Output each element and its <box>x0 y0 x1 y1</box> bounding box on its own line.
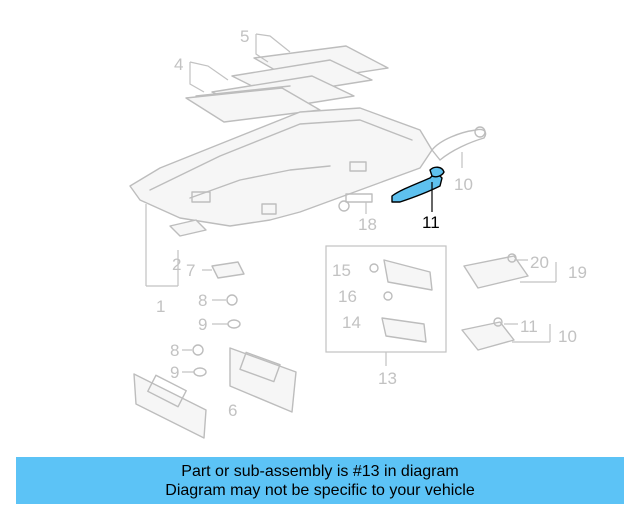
callout-18: 18 <box>358 215 377 234</box>
banner-line-2: Diagram may not be specific to your vehi… <box>165 481 475 499</box>
clips-left <box>146 219 245 329</box>
headliner <box>129 107 433 286</box>
callout-6: 6 <box>228 401 237 420</box>
assist-grip-13 <box>391 166 445 212</box>
dome-lamp-assembly-14 <box>325 245 447 366</box>
info-banner: Part or sub-assembly is #13 in diagram D… <box>16 457 624 504</box>
banner-line-1: Part or sub-assembly is #13 in diagram <box>181 462 459 480</box>
sun-visors-6 <box>133 344 297 439</box>
callout-20: 20 <box>530 253 549 272</box>
callout-labels: 5 4 10 11 18 2 7 1 8 9 8 9 6 15 16 14 13… <box>156 27 587 420</box>
callout-11: 11 <box>520 317 538 336</box>
callout-9b: 9 <box>170 363 179 382</box>
assist-grip-12 <box>431 126 487 168</box>
headliner-panels <box>185 45 389 123</box>
callout-16: 15 <box>332 261 351 280</box>
map-lamp-19 <box>463 253 557 289</box>
callout-8a: 8 <box>198 291 207 310</box>
callout-2: 2 <box>172 255 181 274</box>
callout-12: 10 <box>454 175 473 194</box>
leader-lines-top <box>189 33 291 93</box>
callout-13: 11 <box>422 213 440 232</box>
callout-4: 4 <box>174 55 183 74</box>
callout-9a: 9 <box>198 315 207 334</box>
callout-15: 14 <box>342 313 361 332</box>
callout-17: 16 <box>338 287 357 306</box>
callout-8b: 8 <box>170 341 179 360</box>
callout-1: 1 <box>156 297 165 316</box>
callout-10: 10 <box>558 327 577 346</box>
callout-5: 5 <box>240 27 249 46</box>
callout-7: 7 <box>186 261 195 280</box>
parts-diagram: 5 4 10 11 18 2 7 1 8 9 8 9 6 15 16 14 13… <box>129 27 587 439</box>
callout-19: 19 <box>568 263 587 282</box>
callout-14: 13 <box>378 369 397 388</box>
bracket-18 <box>338 193 373 214</box>
lamp-10 <box>461 317 551 351</box>
